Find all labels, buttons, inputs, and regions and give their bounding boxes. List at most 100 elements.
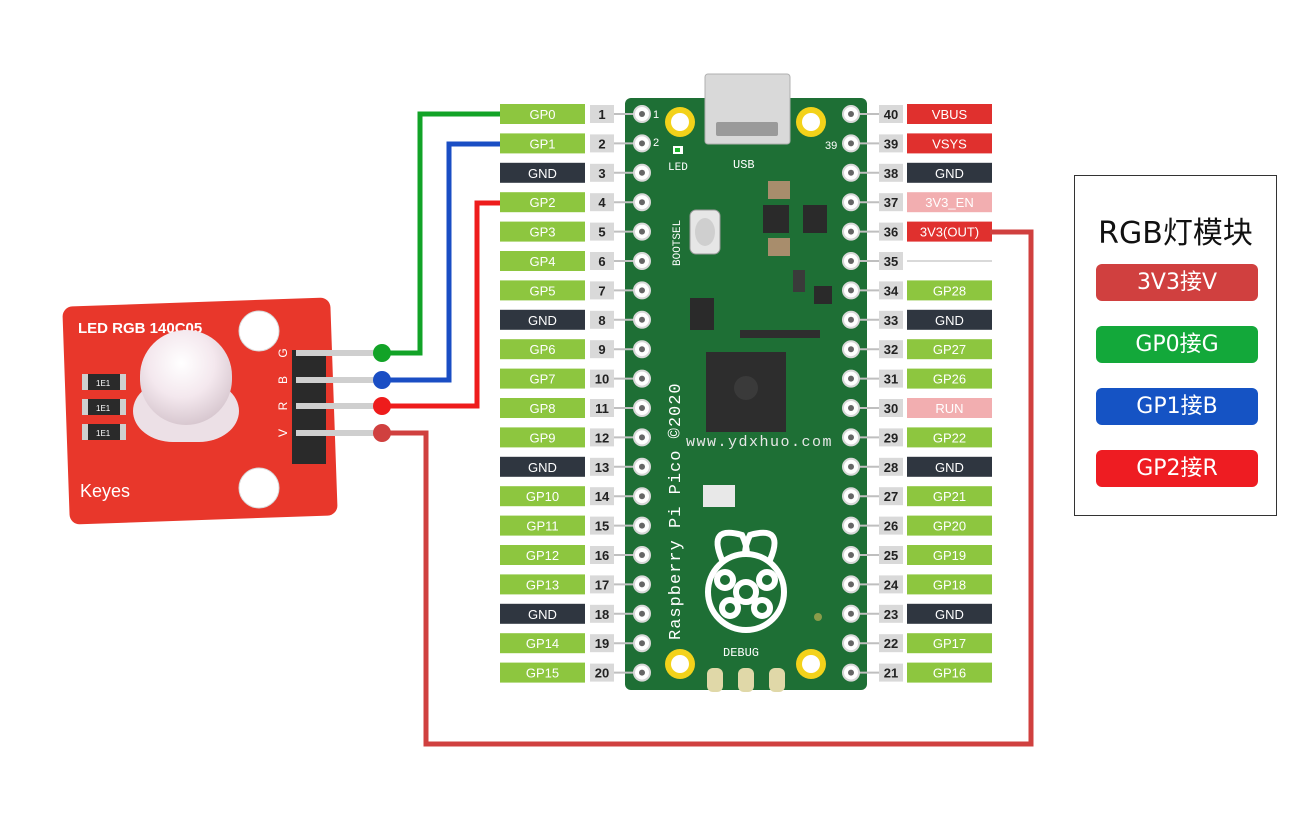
pin-number: 40 bbox=[884, 107, 898, 122]
pin-number: 11 bbox=[595, 401, 609, 416]
pin-number-box bbox=[590, 193, 614, 212]
pin-label: GP22 bbox=[933, 430, 966, 445]
pin-number-box bbox=[590, 663, 614, 682]
pin-row-2: 2 GP1 bbox=[500, 133, 651, 154]
pin-label-box bbox=[500, 486, 585, 507]
pin-number-box bbox=[590, 575, 614, 594]
pin-label-box bbox=[907, 221, 992, 242]
pin-number-box bbox=[590, 134, 614, 153]
pin-label: GP2 bbox=[529, 195, 555, 210]
pin-label: GND bbox=[528, 607, 557, 622]
pin-number: 32 bbox=[884, 342, 898, 357]
pin-number-box bbox=[879, 222, 903, 241]
pin-label-box bbox=[907, 574, 992, 595]
pin-number: 27 bbox=[884, 489, 898, 504]
pin-number-box bbox=[590, 428, 614, 447]
pin-number: 22 bbox=[884, 636, 898, 651]
pin-label: GND bbox=[528, 313, 557, 328]
pin-label-box bbox=[500, 603, 585, 624]
pin-label: GP28 bbox=[933, 283, 966, 298]
pin-number: 38 bbox=[884, 166, 898, 181]
svg-text:1E1: 1E1 bbox=[96, 379, 111, 388]
wire-end-v bbox=[373, 424, 391, 442]
pin-label-box bbox=[500, 133, 585, 154]
module-pin-label: G bbox=[276, 348, 290, 357]
pin-label: 3V3_EN bbox=[925, 195, 973, 210]
pin-label: VSYS bbox=[932, 136, 967, 151]
pin-label: GP7 bbox=[529, 372, 555, 387]
pin-label-box bbox=[907, 515, 992, 536]
pin-label-box bbox=[907, 603, 992, 624]
pin-number: 31 bbox=[884, 372, 898, 387]
pin-label-box bbox=[907, 662, 992, 683]
pin-label-box bbox=[907, 104, 992, 124]
pin-label: GP21 bbox=[933, 489, 966, 504]
pin-number: 12 bbox=[595, 430, 609, 445]
pin-number-box bbox=[879, 193, 903, 212]
pin-number-box bbox=[590, 487, 614, 506]
pin-number: 20 bbox=[595, 666, 609, 681]
pin-label: VBUS bbox=[932, 107, 968, 122]
pin-number-box bbox=[590, 369, 614, 388]
module-pin-label: V bbox=[276, 429, 290, 437]
pin-label-box bbox=[500, 221, 585, 242]
pin-number: 21 bbox=[884, 666, 898, 681]
pin-number-box bbox=[879, 604, 903, 623]
pin-label-box bbox=[500, 104, 585, 124]
pin39-marker: 39 bbox=[825, 140, 837, 152]
pin-number-box bbox=[590, 222, 614, 241]
pin-label-box bbox=[907, 309, 992, 330]
pin-label: GP11 bbox=[526, 519, 558, 534]
pin-number-box bbox=[879, 163, 903, 182]
pin-row-37: 37 3V3_EN bbox=[842, 192, 992, 213]
module-hole bbox=[238, 310, 280, 352]
pin-label-box bbox=[907, 398, 992, 418]
resistors: 1E1 1E1 1E1 bbox=[82, 374, 126, 440]
pin-number: 4 bbox=[598, 195, 606, 210]
pin-row-40: 40 VBUS bbox=[842, 104, 992, 124]
pin-number: 2 bbox=[598, 136, 605, 151]
board-name: Raspberry Pi Pico ©2020 bbox=[667, 382, 686, 640]
pin2-marker: 2 bbox=[653, 137, 659, 149]
pin-number-box bbox=[879, 134, 903, 153]
pin-number: 10 bbox=[595, 372, 609, 387]
pin-label-box bbox=[500, 545, 585, 565]
pin-label: GP10 bbox=[526, 489, 559, 504]
wires bbox=[373, 111, 1034, 747]
pin-label: GP1 bbox=[529, 136, 555, 151]
watermark: www.ydxhuo.com bbox=[686, 434, 833, 451]
pin-label: GND bbox=[935, 460, 964, 475]
pin-label-box bbox=[907, 633, 992, 654]
pin-label: GP14 bbox=[526, 636, 559, 651]
pin-number-box bbox=[590, 105, 614, 123]
pin-number-box bbox=[879, 546, 903, 564]
svg-text:1E1: 1E1 bbox=[96, 404, 111, 413]
pin-number-box bbox=[590, 516, 614, 535]
bootsel-label: BOOTSEL bbox=[672, 220, 684, 266]
pin1-marker: 1 bbox=[653, 109, 659, 121]
legend-item-gp2-r: GP2接R bbox=[1096, 450, 1258, 487]
pin-label: GND bbox=[935, 607, 964, 622]
pin-label-box bbox=[907, 133, 992, 154]
legend-item-gp0-g: GP0接G bbox=[1096, 326, 1258, 363]
wire-end-b bbox=[373, 371, 391, 389]
pin-number: 37 bbox=[884, 195, 898, 210]
pin-label-box bbox=[500, 574, 585, 595]
debug-pads bbox=[707, 668, 785, 692]
pin-number-box bbox=[879, 457, 903, 476]
